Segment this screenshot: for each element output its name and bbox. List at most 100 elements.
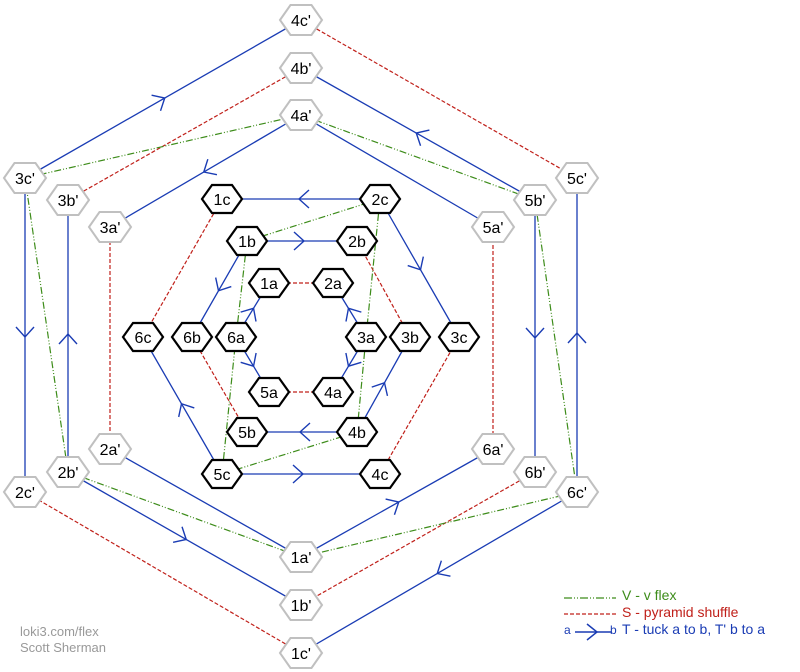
node-label: 1a <box>260 276 278 293</box>
arrow-icon <box>345 307 362 322</box>
edge-s-6c-1c <box>142 198 223 338</box>
node-1c': 1c' <box>278 637 324 669</box>
node-label: 1b <box>238 234 256 251</box>
node-6a': 6a' <box>470 433 516 465</box>
node-label: 4b' <box>291 61 312 78</box>
arrow-icon <box>240 352 257 368</box>
edge-v-3c'-4a' <box>24 114 302 179</box>
node-label: 6c <box>135 330 152 347</box>
edge-s-3c-4c <box>379 336 460 475</box>
node-4a': 4a' <box>278 99 324 131</box>
edge-v-1b-2c <box>246 198 381 242</box>
arrow-icon <box>297 189 310 209</box>
node-label: 3b <box>401 330 419 347</box>
node-label: 4c <box>372 467 389 484</box>
node-label: 2a <box>324 276 342 293</box>
edge-v-2c-3a <box>365 198 381 338</box>
node-label: 5a' <box>483 220 504 237</box>
edge-s-1c'-2c' <box>24 491 302 654</box>
arrow-icon <box>436 560 451 577</box>
legend-t-label: T - tuck a to b, T' b to a <box>622 621 766 637</box>
node-4a: 4a <box>311 376 355 408</box>
node-2c: 2c <box>358 183 402 215</box>
node-label: 6b' <box>525 465 546 482</box>
node-3c: 3c <box>437 321 481 353</box>
arrow-icon <box>240 307 257 322</box>
edge-s-2b-3b <box>356 240 411 338</box>
arrow-icon <box>151 94 166 112</box>
edge-v-5b'-6c' <box>534 199 578 493</box>
arrow-icon <box>178 402 195 418</box>
node-label: 5c' <box>567 171 587 188</box>
node-5a: 5a <box>247 376 291 408</box>
node-4b: 4b <box>335 416 379 448</box>
node-label: 3c <box>451 330 468 347</box>
node-label: 5b <box>238 425 256 442</box>
node-label: 1a' <box>291 550 312 567</box>
arrow-icon <box>202 158 218 176</box>
node-3c': 3c' <box>2 162 48 194</box>
legend-s-line <box>564 613 616 615</box>
edge-t-5b'-4b' <box>300 67 536 201</box>
arrow-icon <box>172 526 188 544</box>
node-label: 2c <box>372 192 389 209</box>
node-2a': 2a' <box>87 433 133 465</box>
node-label: 3a <box>357 330 375 347</box>
edge-t-4a'-3a' <box>109 114 302 228</box>
node-label: 1b' <box>291 598 312 615</box>
edge-t-2c-3c <box>379 198 460 338</box>
node-5b: 5b <box>225 416 269 448</box>
node-label: 3a' <box>100 220 121 237</box>
node-1b': 1b' <box>278 589 324 621</box>
edge-t-1b-6b <box>191 240 248 338</box>
node-3a: 3a <box>344 321 388 353</box>
credit-author: Scott Sherman <box>20 640 106 655</box>
node-2a: 2a <box>311 267 355 299</box>
node-label: 2a' <box>100 442 121 459</box>
arrow-icon <box>385 498 400 515</box>
arrow-icon <box>58 332 78 345</box>
edge-v-1a'-2b' <box>67 471 302 558</box>
arrow-icon <box>292 464 305 484</box>
node-5c: 5c <box>200 458 244 490</box>
node-label: 5c <box>214 467 231 484</box>
edge-s-6b'-1b' <box>300 471 536 606</box>
edge-v-4b-5c <box>221 431 358 475</box>
node-1c: 1c <box>200 183 244 215</box>
node-label: 3b' <box>58 193 79 210</box>
node-6c: 6c <box>121 321 165 353</box>
node-label: 6a' <box>483 442 504 459</box>
node-label: 1c <box>214 192 231 209</box>
node-label: 4a <box>324 385 342 402</box>
legend-t-arrow-icon <box>575 623 611 641</box>
node-6b': 6b' <box>512 456 558 488</box>
node-2c': 2c' <box>2 476 48 508</box>
arrow-icon <box>345 352 362 368</box>
node-label: 4b <box>348 425 366 442</box>
legend-t-a: a <box>564 623 571 637</box>
node-5c': 5c' <box>554 162 600 194</box>
node-1b: 1b <box>225 225 269 257</box>
node-label: 3c' <box>15 171 35 188</box>
node-label: 5b' <box>525 193 546 210</box>
arrow-icon <box>214 277 232 292</box>
node-label: 2b <box>348 234 366 251</box>
node-5b': 5b' <box>512 184 558 216</box>
node-2b': 2b' <box>45 456 91 488</box>
arrow-icon <box>371 381 389 397</box>
legend-t-b: b <box>610 623 617 637</box>
node-label: 2b' <box>58 465 79 482</box>
node-6a: 6a <box>214 321 258 353</box>
edge-v-6c'-1a' <box>300 491 578 558</box>
node-4c': 4c' <box>278 4 324 36</box>
node-label: 6a <box>227 330 245 347</box>
arrow-icon <box>525 327 545 340</box>
credit-site: loki3.com/flex <box>20 624 99 639</box>
edge-v-5c-6a <box>221 336 237 475</box>
node-label: 4a' <box>291 108 312 125</box>
node-3a': 3a' <box>87 211 133 243</box>
node-6c': 6c' <box>554 476 600 508</box>
edge-s-5b-6b <box>191 336 248 433</box>
arrow-icon <box>298 422 311 442</box>
